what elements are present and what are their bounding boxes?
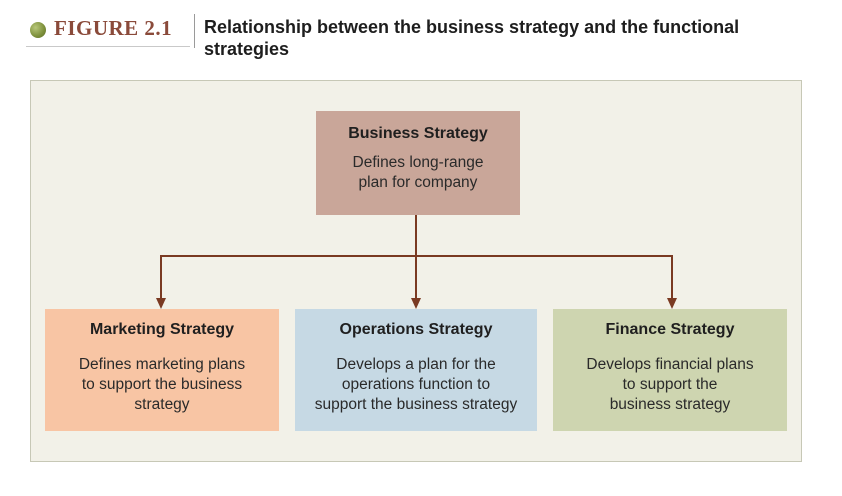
operations-strategy-box: Operations Strategy Develops a plan for … — [295, 309, 537, 431]
arrowhead-marketing — [156, 298, 166, 309]
arrowhead-finance — [667, 298, 677, 309]
figure-title: Relationship between the business strate… — [204, 17, 740, 59]
business-strategy-description: Defines long-range plan for company — [352, 154, 484, 191]
marketing-strategy-box: Marketing Strategy Defines marketing pla… — [45, 309, 279, 431]
marketing-strategy-title: Marketing Strategy — [89, 321, 235, 338]
marketing-strategy-description: Defines marketing plans to support the b… — [78, 356, 246, 413]
operations-strategy-title: Operations Strategy — [339, 321, 493, 338]
finance-strategy-title: Finance Strategy — [605, 321, 735, 338]
finance-strategy-description: Develops financial plans to support the … — [586, 356, 754, 413]
arrowhead-operations — [411, 298, 421, 309]
operations-strategy-description: Develops a plan for the operations funct… — [314, 356, 518, 413]
bullet-icon — [30, 22, 46, 38]
finance-strategy-box: Finance Strategy Develops financial plan… — [553, 309, 787, 431]
figure-header: FIGURE 2.1 Relationship between the busi… — [26, 10, 826, 70]
figure-label-underline — [26, 46, 190, 47]
header-divider — [194, 14, 195, 48]
business-strategy-title: Business Strategy — [348, 125, 488, 142]
figure-label: FIGURE 2.1 — [54, 16, 173, 40]
business-strategy-box: Business Strategy Defines long-range pla… — [316, 111, 520, 215]
